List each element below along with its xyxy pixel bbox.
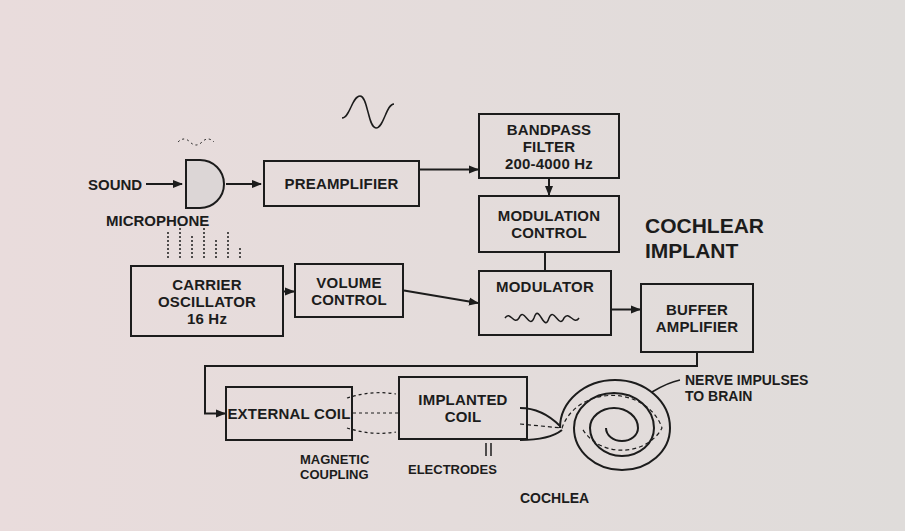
sine-wave (342, 96, 394, 128)
coil-box: IMPLANTED COIL (398, 376, 528, 440)
modulated-wave (505, 313, 579, 322)
box-text: BUFFER AMPLIFIER (642, 301, 752, 335)
box-text: MODULATOR (496, 278, 594, 295)
box-text: BANDPASS FILTER (480, 121, 618, 155)
box-content: BANDPASS FILTER200-4000 Hz (480, 121, 618, 172)
electrode-array (520, 395, 662, 450)
box-text: MODULATION CONTROL (480, 207, 618, 241)
box-text: EXTERNAL COIL (227, 405, 350, 422)
connector (404, 291, 478, 304)
box-content: VOLUME CONTROL (296, 274, 402, 308)
box-subtext: 200-4000 Hz (480, 155, 618, 172)
oscillator-box: CARRIER OSCILLATOR16 Hz (130, 265, 284, 337)
electrode-ticks (486, 443, 491, 456)
connector (284, 291, 294, 293)
part-label: NERVE IMPULSES TO BRAIN (685, 372, 820, 404)
part-label: MICROPHONE (106, 212, 216, 229)
box-content: EXTERNAL COIL (227, 405, 350, 422)
coil-box: EXTERNAL COIL (225, 386, 353, 441)
box-subtext: 16 Hz (132, 310, 282, 327)
connector (420, 169, 478, 171)
diagram-title: COCHLEAR IMPLANT (645, 213, 805, 263)
box-text: CARRIER OSCILLATOR (132, 276, 282, 310)
control-box: VOLUME CONTROL (294, 263, 404, 318)
connector (544, 253, 546, 270)
box-content: PREAMPLIFIER (284, 175, 398, 192)
control-box: MODULATION CONTROL (478, 195, 620, 253)
box-content: BUFFER AMPLIFIER (642, 301, 752, 335)
cochlea-spiral (560, 380, 670, 470)
part-label: ELECTRODES (408, 462, 508, 477)
process-box: PREAMPLIFIER (263, 160, 420, 207)
box-text: IMPLANTED COIL (400, 391, 526, 425)
box-content: MODULATION CONTROL (480, 207, 618, 241)
modulator-box: MODULATOR (478, 270, 612, 336)
microphone-symbol (186, 160, 224, 208)
amplifier-box: BUFFER AMPLIFIER (640, 283, 754, 353)
sound-waves (178, 139, 214, 145)
box-content: CARRIER OSCILLATOR16 Hz (132, 276, 282, 327)
connector (548, 179, 550, 195)
connector (353, 412, 398, 413)
part-label: MAGNETIC COUPLING (300, 452, 400, 482)
filter-box: BANDPASS FILTER200-4000 Hz (478, 113, 620, 179)
nerve-line (652, 380, 680, 392)
part-label: SOUND (88, 176, 158, 193)
box-content: MODULATOR (496, 278, 594, 295)
box-text: VOLUME CONTROL (296, 274, 402, 308)
microphone-arrow (226, 183, 261, 185)
box-content: IMPLANTED COIL (400, 391, 526, 425)
part-label: COCHLEA (520, 490, 610, 506)
box-text: PREAMPLIFIER (284, 175, 398, 192)
sound-arrow (146, 183, 182, 185)
connector (612, 309, 640, 311)
